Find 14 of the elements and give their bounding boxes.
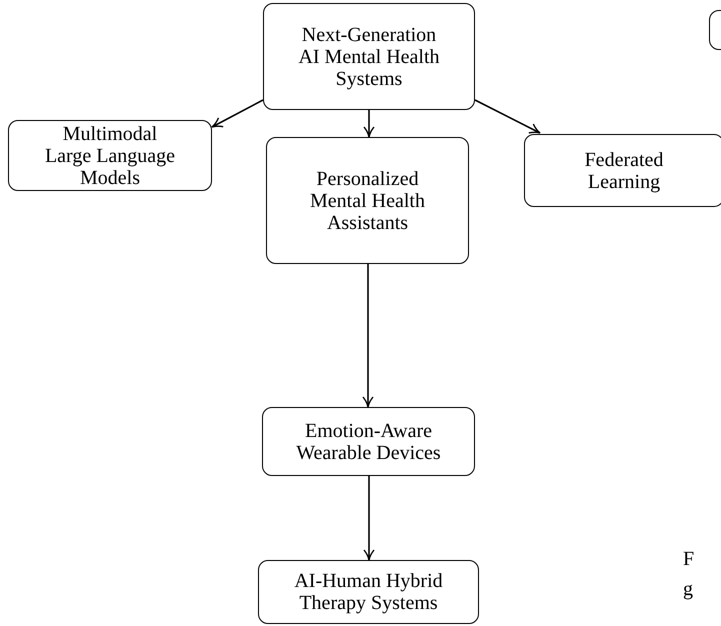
- caption-fragment: g: [683, 578, 693, 600]
- process-box: [263, 3, 475, 110]
- process-box: [258, 560, 479, 624]
- process-box: [524, 134, 721, 207]
- caption-fragment: F: [683, 548, 694, 570]
- box-text: Federated Learning: [584, 148, 664, 192]
- process-box: [262, 407, 475, 476]
- process-box: [266, 137, 469, 264]
- process-box: [8, 120, 212, 191]
- box-text: AI-Human Hybrid Therapy Systems: [293, 570, 444, 614]
- box-text: Personalized Mental Health Assistants: [309, 168, 426, 234]
- box-text: Next-Generation AI Mental Health Systems: [297, 24, 441, 90]
- box-text: Multimodal Large Language Models: [44, 122, 176, 188]
- box-text: Emotion-Aware Wearable Devices: [295, 420, 442, 464]
